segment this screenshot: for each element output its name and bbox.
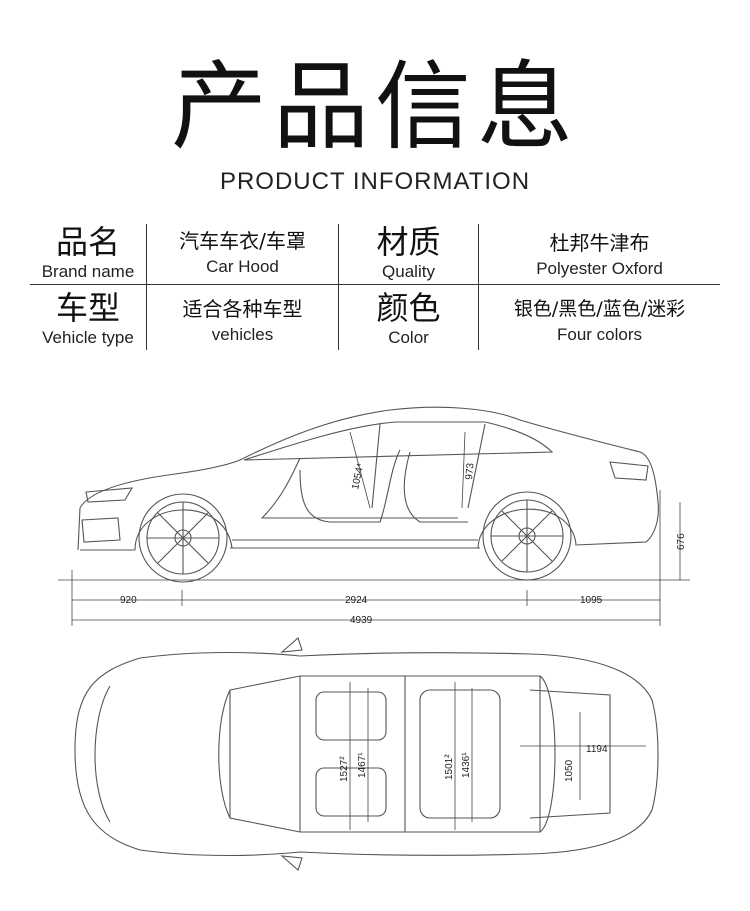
side-dimension-labels: 920 2924 1095 4939 676 1054⁴ 973 (120, 462, 687, 626)
page-title: 产品信息 (171, 51, 579, 163)
material-label: 材质 Quality (376, 223, 441, 281)
brand-label: 品名 Brand name (41, 223, 135, 281)
rear-headroom-label: 973 (464, 462, 476, 480)
trunk-width-label: 1050 (564, 759, 575, 782)
rear-width-1-label: 1501² (444, 754, 455, 780)
car-side-view-drawing (77, 406, 659, 551)
page-subtitle: PRODUCT INFORMATION (219, 168, 531, 195)
divider (478, 224, 479, 350)
brand-value: 汽车车衣/车罩 Car Hood (179, 229, 306, 276)
front-overhang-label: 920 (120, 595, 137, 606)
material-value: 杜邦牛津布 Polyester Oxford (536, 231, 663, 278)
height-label: 676 (676, 533, 687, 550)
car-top-view-drawing (74, 637, 659, 871)
rear-width-2-label: 1436¹ (461, 752, 472, 778)
length-label: 4939 (350, 615, 373, 626)
divider (30, 284, 720, 285)
trunk-length-label: 1194 (586, 744, 608, 755)
wheels (138, 491, 572, 583)
divider (146, 224, 147, 350)
vehicle-label: 车型 Vehicle type (42, 289, 134, 347)
car-dimension-drawings: 920 2924 1095 4939 676 1054⁴ 973 1527 (58, 406, 690, 871)
spec-table: 品名 Brand name 汽车车衣/车罩 Car Hood 材质 Qualit… (30, 220, 720, 352)
top-dimension-lines (349, 682, 646, 830)
front-width-1-label: 1527² (339, 756, 350, 782)
rear-overhang-label: 1095 (580, 595, 603, 606)
front-headroom-label: 1054⁴ (350, 462, 366, 490)
wheelbase-label: 2924 (345, 595, 368, 606)
side-dimension-lines (58, 431, 690, 626)
top-dimension-labels: 1527² 1467¹ 1501² 1436¹ 1194 1050 (339, 744, 608, 782)
divider (338, 224, 339, 350)
vehicle-value: 适合各种车型 vehicles (182, 297, 303, 344)
color-value: 银色/黑色/蓝色/迷彩 Four colors (513, 298, 686, 344)
front-width-2-label: 1467¹ (357, 752, 368, 778)
color-label: 颜色 Color (376, 289, 441, 347)
